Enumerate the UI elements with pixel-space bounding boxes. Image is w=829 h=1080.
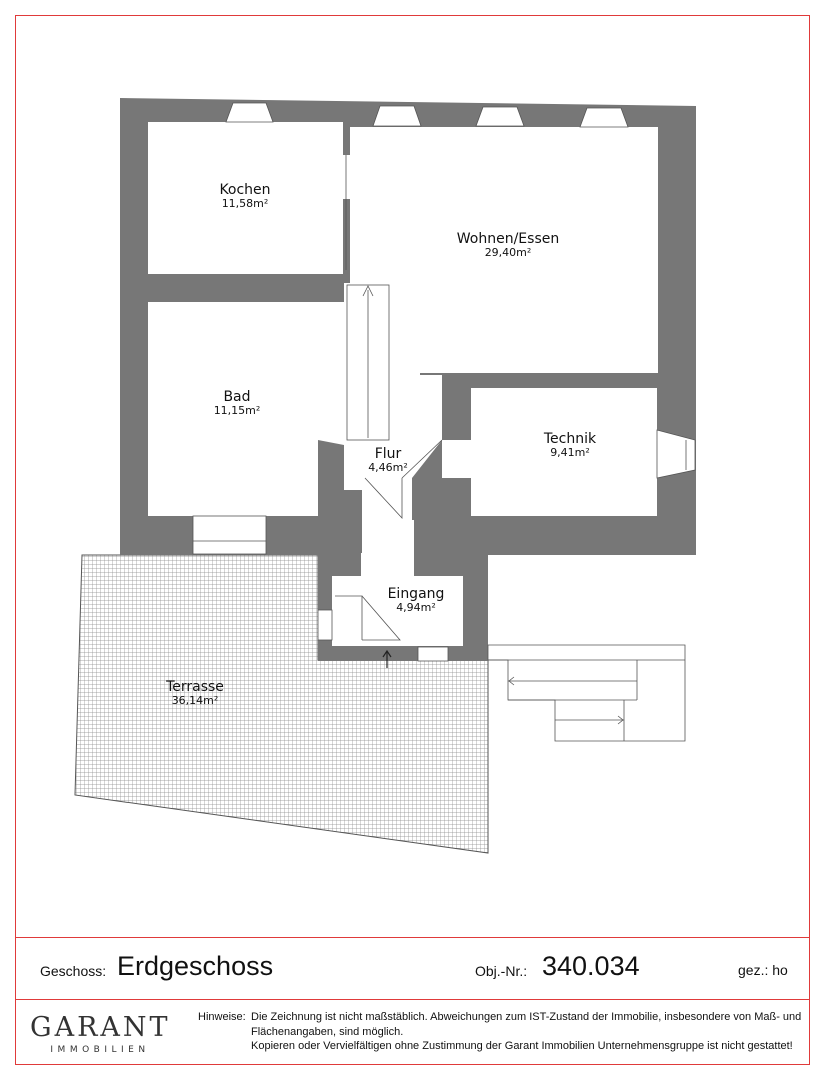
room-flur-floor xyxy=(344,283,442,520)
page-frame xyxy=(15,15,810,1065)
room-technik-niche xyxy=(442,440,471,478)
room-area: 11,15m² xyxy=(213,403,261,417)
title-block xyxy=(15,937,810,1000)
room-name: Kochen xyxy=(219,182,271,198)
window-eingang-bottom xyxy=(417,646,449,662)
room-technik-floor xyxy=(471,388,657,516)
exterior-stairs xyxy=(487,644,686,742)
logo-brand: GARANT xyxy=(30,1012,171,1043)
geschoss-label: Geschoss: xyxy=(40,963,107,979)
room-name: Flur xyxy=(374,446,402,462)
room-name: Eingang xyxy=(387,586,445,602)
notes-line-2: Kopieren oder Vervielfältigen ohne Zusti… xyxy=(251,1040,793,1052)
door-swings xyxy=(335,439,443,641)
window-eingang-left xyxy=(317,609,333,641)
object-number-label: Obj.-Nr.: xyxy=(475,963,528,979)
room-eingang-floor xyxy=(332,576,463,646)
drawn-by: gez.: ho xyxy=(738,962,788,978)
notes-line-1: Die Zeichnung ist nicht maßstäblich. Abw… xyxy=(251,1011,802,1038)
room-area: 29,40m² xyxy=(484,245,532,259)
entry-arrow-icon xyxy=(382,649,392,668)
notes-label: Hinweise: xyxy=(198,1011,246,1023)
label-wohnen: Wohnen/Essen 29,40m² xyxy=(448,232,568,258)
room-bad-niche xyxy=(318,302,344,445)
room-area: 11,58m² xyxy=(221,196,269,210)
room-kochen-floor xyxy=(148,122,343,274)
logo-subtitle: IMMOBILIEN xyxy=(50,1045,150,1055)
room-area: 9,41m² xyxy=(550,445,590,459)
staircase xyxy=(346,284,390,441)
room-area: 36,14m² xyxy=(171,693,219,707)
windows-top xyxy=(225,102,629,128)
label-flur: Flur 4,46m² xyxy=(353,447,423,473)
notes-text: Die Zeichnung ist nicht maßstäblich. Abw… xyxy=(251,1010,811,1054)
eingang-opening xyxy=(361,553,414,577)
opening-kochen-wohnen xyxy=(343,155,350,199)
garant-logo: GARANT IMMOBILIEN xyxy=(30,1014,170,1055)
room-area: 4,46m² xyxy=(368,460,408,474)
window-technik-right xyxy=(656,429,696,479)
room-area: 4,94m² xyxy=(396,600,436,614)
room-name: Wohnen/Essen xyxy=(456,231,560,247)
label-eingang: Eingang 4,94m² xyxy=(376,587,456,613)
label-bad: Bad 11,15m² xyxy=(197,390,277,416)
room-name: Terrasse xyxy=(166,679,224,695)
room-name: Bad xyxy=(223,389,251,405)
object-number-value: 340.034 xyxy=(542,951,640,981)
label-technik: Technik 9,41m² xyxy=(530,432,610,458)
label-kochen: Kochen 11,58m² xyxy=(205,183,285,209)
room-bad-floor xyxy=(148,302,318,516)
geschoss-value: Erdgeschoss xyxy=(117,951,274,981)
label-terrasse: Terrasse 36,14m² xyxy=(155,680,235,706)
room-name: Technik xyxy=(543,431,597,447)
window-bad-bottom xyxy=(192,515,267,555)
